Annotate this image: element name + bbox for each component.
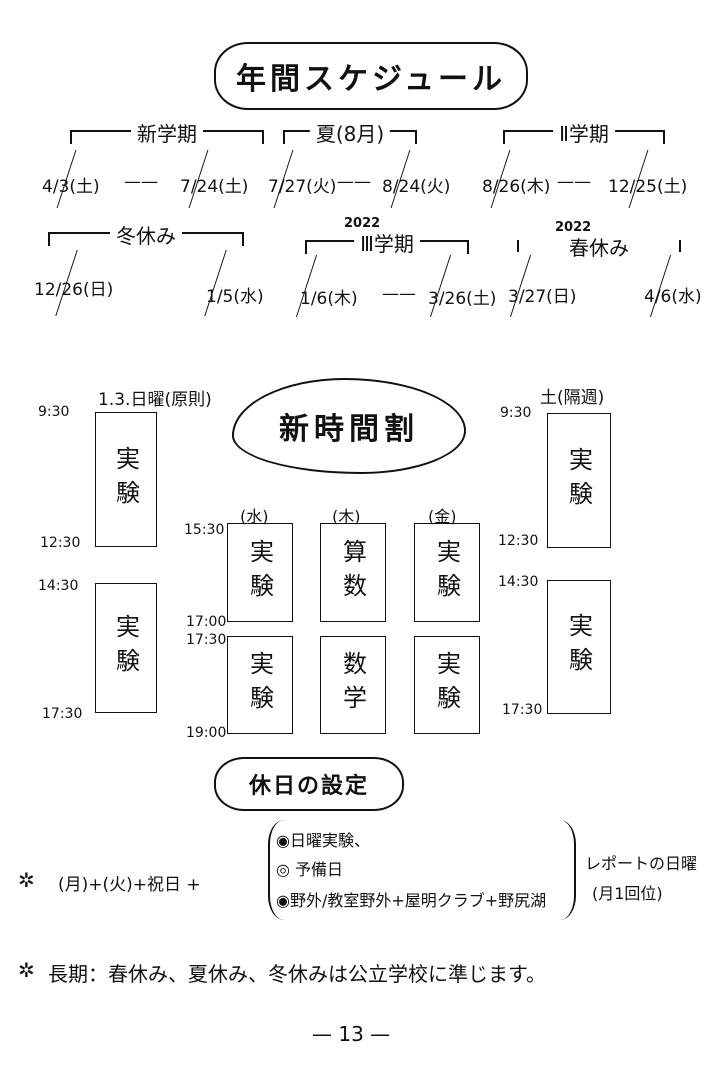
date-start-new-term: 4/3(土): [42, 177, 100, 197]
holiday-title: 休日の設定: [214, 757, 404, 811]
left-column-header: 1.3.日曜(原則): [98, 390, 212, 410]
right-block-afternoon: 実験: [547, 580, 611, 714]
block-text: 数学: [338, 651, 367, 719]
holiday-condition: (月)+(火)+祝日 +: [58, 875, 201, 895]
date-end-term-3: 3/26(土): [428, 289, 497, 309]
bracket-spring: 春休み: [517, 232, 681, 261]
time-label: 17:30: [186, 632, 227, 648]
bracket-new-term: 新学期: [70, 118, 264, 147]
date-start-summer: 7/27(火): [268, 177, 337, 197]
date-dash: ——: [124, 172, 158, 192]
time-label: 14:30: [498, 574, 539, 590]
fri-block-2: 実験: [414, 636, 480, 734]
wed-block-1: 実験: [227, 523, 293, 622]
thu-block-2: 数学: [320, 636, 386, 734]
date-end-term-2: 12/25(土): [608, 177, 688, 197]
holiday-result-sub: (月1回位): [592, 884, 663, 903]
time-label: 15:30: [184, 522, 225, 538]
wed-block-2: 実験: [227, 636, 293, 734]
date-end-new-term: 7/24(土): [180, 177, 249, 197]
block-text: 実験: [111, 445, 140, 514]
page-title: 年間スケジュール: [214, 42, 528, 110]
date-start-term-2: 8/26(木): [482, 177, 551, 197]
bracket-label-summer: 夏(8月): [309, 118, 391, 147]
time-label: 9:30: [500, 405, 532, 421]
weekday-header-fri: (金): [428, 507, 457, 526]
fri-block-1: 実験: [414, 523, 480, 622]
time-label: 14:30: [38, 578, 79, 594]
bracket-label-term-2: Ⅱ学期: [553, 118, 615, 147]
date-end-summer: 8/24(火): [382, 177, 451, 197]
block-text: 実験: [245, 538, 274, 607]
time-label: 17:30: [42, 706, 83, 722]
right-block-morning: 実験: [547, 413, 611, 548]
timetable-title: 新時間割: [232, 378, 466, 474]
left-block-afternoon: 実験: [95, 583, 157, 713]
right-column-header: 土(隔週): [540, 388, 605, 408]
time-label: 12:30: [40, 535, 81, 551]
time-label: 19:00: [186, 725, 227, 741]
holiday-item: ◉野外/教室野外+屋明クラブ+野尻湖: [276, 891, 547, 910]
date-dash: ——: [557, 172, 591, 192]
block-text: 実験: [245, 651, 274, 719]
bracket-label-spring: 春休み: [563, 232, 635, 261]
thu-block-1: 算数: [320, 523, 386, 622]
star-icon: ✲: [18, 868, 35, 892]
bracket-label-new-term: 新学期: [131, 118, 203, 147]
time-label: 17:30: [502, 702, 543, 718]
star-icon: ✲: [18, 958, 35, 982]
page-number: — 13 —: [312, 1022, 391, 1046]
weekday-header-wed: (水): [240, 507, 269, 526]
block-text: 実験: [432, 651, 461, 719]
bracket-winter: 冬休み: [48, 220, 244, 249]
note-text: 長期：春休み、夏休み、冬休みは公立学校に準じます。: [48, 962, 546, 986]
block-text: 算数: [338, 538, 367, 607]
date-end-spring: 4/6(水): [644, 287, 702, 307]
bracket-term-2: Ⅱ学期: [503, 118, 665, 147]
time-label: 12:30: [498, 533, 539, 549]
left-block-morning: 実験: [95, 412, 157, 547]
date-start-spring: 3/27(日): [508, 287, 577, 307]
bracket-label-term-3: Ⅲ学期: [354, 228, 420, 257]
bracket-summer: 夏(8月): [283, 118, 417, 147]
date-start-term-3: 1/6(木): [300, 289, 358, 309]
date-start-winter: 12/26(日): [34, 280, 114, 300]
holiday-title-text: 休日の設定: [248, 774, 369, 799]
date-end-winter: 1/5(水): [206, 287, 264, 307]
block-text: 実験: [111, 614, 140, 682]
holiday-result: レポートの日曜: [585, 854, 698, 873]
date-dash: ——: [382, 284, 416, 304]
time-label: 9:30: [38, 404, 70, 420]
bracket-open: [268, 820, 284, 920]
time-label: 17:00: [186, 614, 227, 630]
bracket-close: [560, 820, 576, 920]
title-text: 年間スケジュール: [236, 62, 506, 97]
bracket-term-3: Ⅲ学期: [305, 228, 469, 257]
timetable-title-text: 新時間割: [279, 412, 419, 447]
weekday-header-thu: (木): [332, 507, 361, 526]
year-label-term-3: 2022: [344, 216, 381, 231]
block-text: 実験: [564, 446, 593, 515]
year-label-spring: 2022: [555, 220, 592, 235]
date-dash: ——: [337, 172, 371, 192]
block-text: 実験: [432, 538, 461, 607]
holiday-item: ◉日曜実験、: [276, 831, 370, 850]
holiday-item: ◎ 予備日: [276, 860, 344, 879]
block-text: 実験: [564, 613, 593, 681]
bracket-label-winter: 冬休み: [110, 220, 182, 249]
